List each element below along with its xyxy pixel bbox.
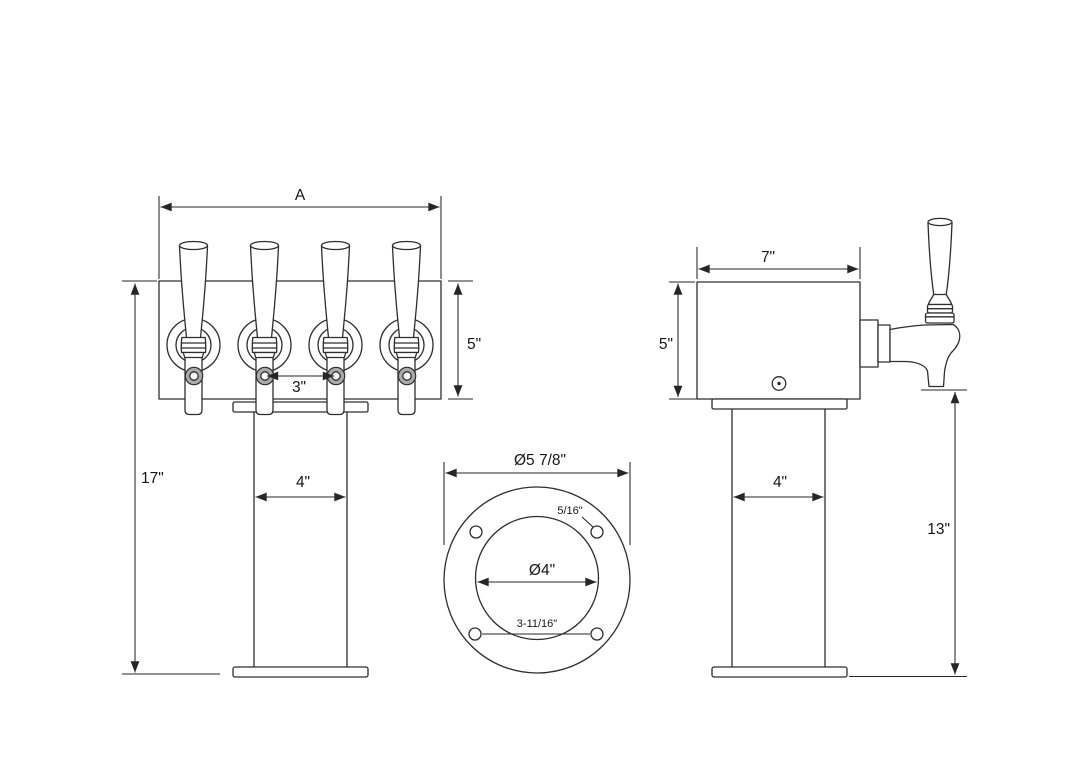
dim-label: 13" xyxy=(927,521,950,538)
flange-hole-bottom-right xyxy=(590,627,604,641)
dim-overall-width: A xyxy=(158,187,442,279)
tap-handle-side xyxy=(924,217,955,324)
dim-label: 5" xyxy=(659,336,673,353)
leader-line xyxy=(581,516,594,528)
dim-flange-bore-diameter: Ø4" xyxy=(477,562,597,587)
faucet-collar xyxy=(877,324,891,363)
side-view: 7" 5" 4" 13" xyxy=(659,217,967,678)
handle-body xyxy=(927,221,953,296)
faucet-body xyxy=(889,323,961,388)
faucet-side xyxy=(859,319,961,388)
handle-top xyxy=(927,217,953,227)
front-view: A 17" 5" 4" 3" xyxy=(122,187,481,678)
dim-label: Ø5 7/8" xyxy=(514,452,566,469)
dim-label: 4" xyxy=(773,474,787,491)
handle-ferrule-lower xyxy=(924,312,955,324)
dim-hole-spacing: 3-11/16" xyxy=(482,618,590,635)
dim-flange-outer-diameter: Ø5 7/8" xyxy=(443,452,631,545)
flange-view: Ø5 7/8" Ø4" 5/16" 3-11/16" xyxy=(443,452,631,674)
mounting-plate-front xyxy=(232,401,369,413)
dim-total-height: 17" xyxy=(130,283,164,673)
ferrule-grooves xyxy=(924,308,955,318)
base-plate-front xyxy=(232,666,369,678)
dim-body-height-side: 5" xyxy=(659,283,683,397)
handle-neck xyxy=(927,293,953,306)
set-screw-center xyxy=(777,381,781,386)
dim-faucet-spacing: 3" xyxy=(267,371,334,396)
flange-hole-top-right xyxy=(590,525,604,539)
dim-label: 3" xyxy=(292,379,306,396)
dim-body-height-front: 5" xyxy=(453,283,481,397)
dim-label: 5" xyxy=(467,336,481,353)
dim-label: 17" xyxy=(141,470,164,487)
dim-label: 7" xyxy=(761,249,775,266)
dim-label: Ø4" xyxy=(529,562,555,579)
callout-hole-diameter: 5/16" xyxy=(557,505,594,528)
mounting-plate-side xyxy=(711,398,848,410)
faucet-shank xyxy=(859,319,879,368)
flange-hole-top-left xyxy=(469,525,483,539)
base-plate-side xyxy=(711,666,848,678)
dim-label: A xyxy=(295,187,306,204)
dim-column-width-front: 4" xyxy=(255,474,346,502)
dim-column-height: 13" xyxy=(927,392,960,675)
dim-label: 3-11/16" xyxy=(517,618,557,630)
dim-body-depth: 7" xyxy=(696,247,861,279)
flange-hole-bottom-left xyxy=(468,627,482,641)
dim-column-width-side: 4" xyxy=(733,474,824,502)
dim-label: 5/16" xyxy=(557,505,582,517)
dim-label: 4" xyxy=(296,474,310,491)
